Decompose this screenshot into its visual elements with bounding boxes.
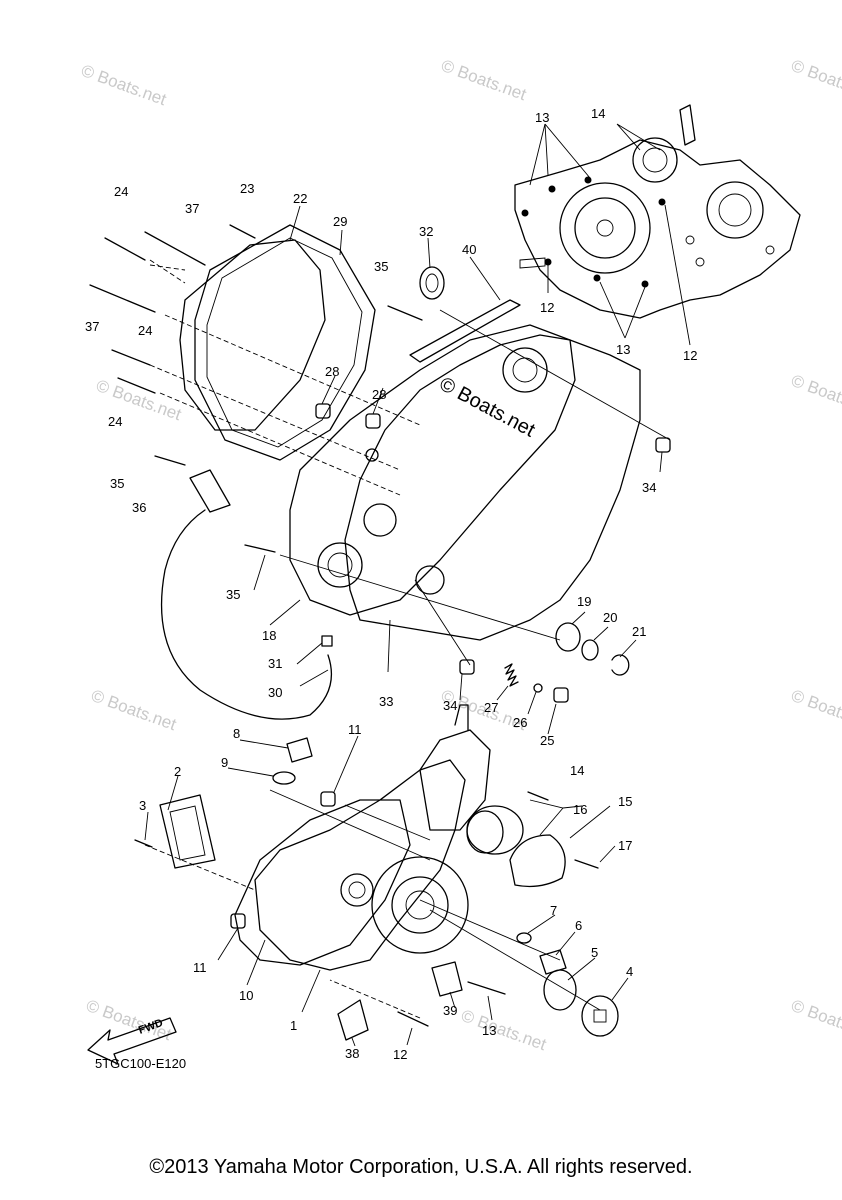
callout-3: 3 (139, 798, 146, 813)
callout-31: 31 (268, 656, 282, 671)
callout-26: 26 (513, 715, 527, 730)
callout-4: 4 (626, 964, 633, 979)
callout-24a: 24 (114, 184, 128, 199)
callout-21: 21 (632, 624, 646, 639)
callout-25: 25 (540, 733, 554, 748)
callout-11a: 11 (348, 722, 362, 737)
callout-19: 19 (577, 594, 591, 609)
watermark: © Boats.net (789, 996, 842, 1044)
callout-13a: 13 (535, 110, 549, 125)
assembly-lines (144, 259, 671, 1019)
watermark-center: © Boats.net (436, 373, 539, 442)
callout-16: 16 (573, 802, 587, 817)
callout-10: 10 (239, 988, 253, 1003)
callout-40: 40 (462, 242, 476, 257)
callout-17: 17 (618, 838, 632, 853)
callout-35b: 35 (110, 476, 124, 491)
callout-30: 30 (268, 685, 282, 700)
callout-37a: 37 (185, 201, 199, 216)
callout-28a: 28 (325, 364, 339, 379)
callout-34b: 34 (443, 698, 457, 713)
callout-35c: 35 (226, 587, 240, 602)
callout-5: 5 (591, 945, 598, 960)
callout-1: 1 (290, 1018, 297, 1033)
leader-lines (144, 123, 691, 1047)
copyright-notice: ©2013 Yamaha Motor Corporation, U.S.A. A… (149, 1156, 693, 1178)
upper-assembly (89, 224, 671, 720)
callout-39: 39 (443, 1003, 457, 1018)
watermark: © Boats.net (789, 371, 842, 419)
watermark: © Boats.net (789, 686, 842, 734)
callout-11b: 11 (193, 960, 207, 975)
callout-32: 32 (419, 224, 433, 239)
callout-34a: 34 (642, 480, 656, 495)
callout-14a: 14 (591, 106, 605, 121)
callout-20: 20 (603, 610, 617, 625)
callout-28b: 28 (372, 387, 386, 402)
watermark: © Boats.net (789, 56, 842, 104)
callout-6: 6 (575, 918, 582, 933)
callout-12a: 12 (540, 300, 554, 315)
watermark: © Boats.net (459, 1006, 549, 1054)
callout-13c: 13 (482, 1023, 496, 1038)
callout-14b: 14 (570, 763, 584, 778)
callout-27: 27 (484, 700, 498, 715)
callout-12b: 12 (683, 348, 697, 363)
watermark: © Boats.net (439, 56, 529, 104)
callout-18: 18 (262, 628, 276, 643)
callout-9: 9 (221, 755, 228, 770)
callout-24c: 24 (108, 414, 122, 429)
callout-2: 2 (174, 764, 181, 779)
callout-7: 7 (550, 903, 557, 918)
callout-33: 33 (379, 694, 393, 709)
diagram-code: 5TGC100-E120 (95, 1056, 186, 1071)
callout-12c: 12 (393, 1047, 407, 1062)
callout-38: 38 (345, 1046, 359, 1061)
callout-29: 29 (333, 214, 347, 229)
callout-13b: 13 (616, 342, 630, 357)
callout-numbers: 1 2 3 4 5 6 7 8 9 10 11 11 12 12 12 13 1… (85, 106, 697, 1062)
lower-assembly: FWD (87, 704, 619, 1065)
callout-35a: 35 (374, 259, 388, 274)
callout-24b: 24 (138, 323, 152, 338)
watermark: © Boats.net (89, 686, 179, 734)
callout-8: 8 (233, 726, 240, 741)
callout-23: 23 (240, 181, 254, 196)
callout-22: 22 (293, 191, 307, 206)
watermark: © Boats.net (79, 61, 169, 109)
engine-block-inset (514, 104, 801, 319)
callout-15: 15 (618, 794, 632, 809)
callout-36: 36 (132, 500, 146, 515)
callout-37b: 37 (85, 319, 99, 334)
